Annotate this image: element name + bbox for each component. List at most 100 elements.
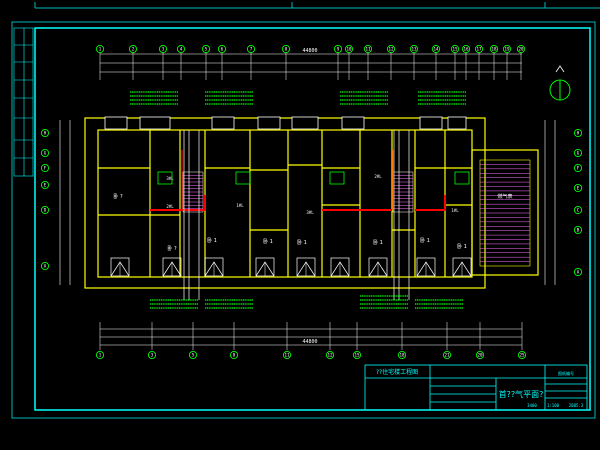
axis-bubble-bottom: 21 (442, 350, 452, 360)
axis-bubble-top: 5 (201, 44, 211, 54)
svg-text:11: 11 (284, 353, 290, 358)
axis-bubble-top: 10 (344, 44, 354, 54)
svg-text:12: 12 (327, 353, 333, 358)
svg-text:H: H (44, 131, 47, 136)
pipe-annotation (418, 91, 466, 105)
axis-bubble-bottom: 25 (517, 350, 527, 360)
svg-text:18: 18 (399, 353, 405, 358)
gas-meter-label: 燃气表 (497, 193, 512, 200)
axis-bubble-top: 8 (281, 44, 291, 54)
stair-treads-right (393, 175, 413, 209)
room-label: 卧 1 (420, 237, 430, 244)
axis-bubble-left: A (40, 261, 50, 271)
axis-bubble-right: E (573, 183, 583, 193)
bay-window (330, 257, 350, 277)
title-block-small-label: 图纸编号 (558, 370, 574, 376)
binding-strip (13, 27, 34, 177)
svg-text:20: 20 (477, 353, 483, 358)
axis-bubble-top: 4 (176, 44, 186, 54)
svg-text:18: 18 (491, 47, 497, 52)
axis-bubble-bottom: 15 (352, 350, 362, 360)
svg-text:A: A (577, 270, 580, 275)
pipe-annotations (130, 91, 466, 309)
bottom-axis-bubbles: 1 3 5 8 11 12 15 18 21 20 25 (95, 350, 527, 360)
axis-bubble-left: E (40, 180, 50, 190)
room-label: 卧 1 (297, 239, 307, 246)
top-windows (104, 116, 467, 130)
svg-text:F: F (577, 166, 580, 171)
svg-text:A: A (44, 264, 47, 269)
svg-text:25: 25 (519, 353, 525, 358)
svg-text:20: 20 (518, 47, 524, 52)
pipe-annotation (415, 299, 463, 309)
title-block-value-2: 1:100 (547, 403, 560, 408)
room-label: 卧 1 (263, 238, 273, 245)
bay-window (204, 257, 224, 277)
svg-text:E: E (577, 186, 580, 191)
svg-text:12: 12 (388, 47, 394, 52)
svg-text:10: 10 (346, 47, 352, 52)
svg-text:1: 1 (99, 353, 102, 358)
riser-label: 3#L (166, 176, 174, 181)
svg-text:G: G (44, 151, 47, 156)
axis-bubble-right: A (573, 267, 583, 277)
riser-label: 2#L (374, 174, 382, 179)
bay-window (296, 257, 316, 277)
pipe-annotation (130, 91, 178, 105)
svg-text:5: 5 (205, 47, 208, 52)
room-label: 卧 1 (457, 243, 467, 250)
axis-bubble-top: 19 (502, 44, 512, 54)
axis-bubble-bottom: 3 (147, 350, 157, 360)
axis-bubble-bottom: 12 (325, 350, 335, 360)
svg-text:H: H (577, 131, 580, 136)
axis-bubble-top: 13 (409, 44, 419, 54)
svg-text:9: 9 (337, 47, 340, 52)
bay-window (255, 257, 275, 277)
title-block-drawing-title: 首??气平面? (499, 389, 544, 399)
axis-bubble-left: F (40, 163, 50, 173)
axis-bubble-bottom: 5 (188, 350, 198, 360)
svg-text:6: 6 (221, 47, 224, 52)
room-label: 卧 1 (207, 237, 217, 244)
north-arrow-icon (549, 65, 571, 101)
riser-label: 1#L (236, 203, 244, 208)
svg-text:3: 3 (162, 47, 165, 52)
svg-text:14: 14 (433, 47, 439, 52)
front-bay-windows (110, 257, 472, 277)
axis-bubble-bottom: 8 (229, 350, 239, 360)
stair-treads-left (183, 175, 203, 209)
svg-text:8: 8 (285, 47, 288, 52)
title-block-value-3: 2005.3 (569, 403, 584, 408)
title-block (364, 364, 588, 411)
axis-bubble-right: G (573, 148, 583, 158)
svg-text:16: 16 (463, 47, 469, 52)
bay-window (162, 257, 182, 277)
axis-bubble-top: 12 (386, 44, 396, 54)
svg-text:3: 3 (151, 353, 154, 358)
bay-window (416, 257, 436, 277)
axis-bubble-right: B (573, 225, 583, 235)
svg-text:D: D (44, 208, 47, 213)
kitchen-fixtures (157, 171, 470, 185)
pipe-annotation (150, 299, 198, 309)
svg-text:2: 2 (132, 47, 135, 52)
svg-text:F: F (44, 166, 47, 171)
room-label: 卧 ? (113, 193, 123, 200)
svg-text:4: 4 (180, 47, 183, 52)
building-walls (84, 117, 539, 289)
svg-text:8: 8 (233, 353, 236, 358)
riser-label: 1#L (451, 208, 459, 213)
svg-text:19: 19 (504, 47, 510, 52)
axis-bubble-left: H (40, 128, 50, 138)
title-block-project: ??住宅楼工程图 (376, 368, 418, 376)
axis-bubble-top: 16 (461, 44, 471, 54)
axis-bubble-top: 20 (516, 44, 526, 54)
axis-bubble-right: C (573, 205, 583, 215)
side-dimensions (59, 120, 556, 285)
axis-bubble-top: 11 (363, 44, 373, 54)
axis-bubble-right: H (573, 128, 583, 138)
bottom-dimensions (100, 328, 522, 346)
